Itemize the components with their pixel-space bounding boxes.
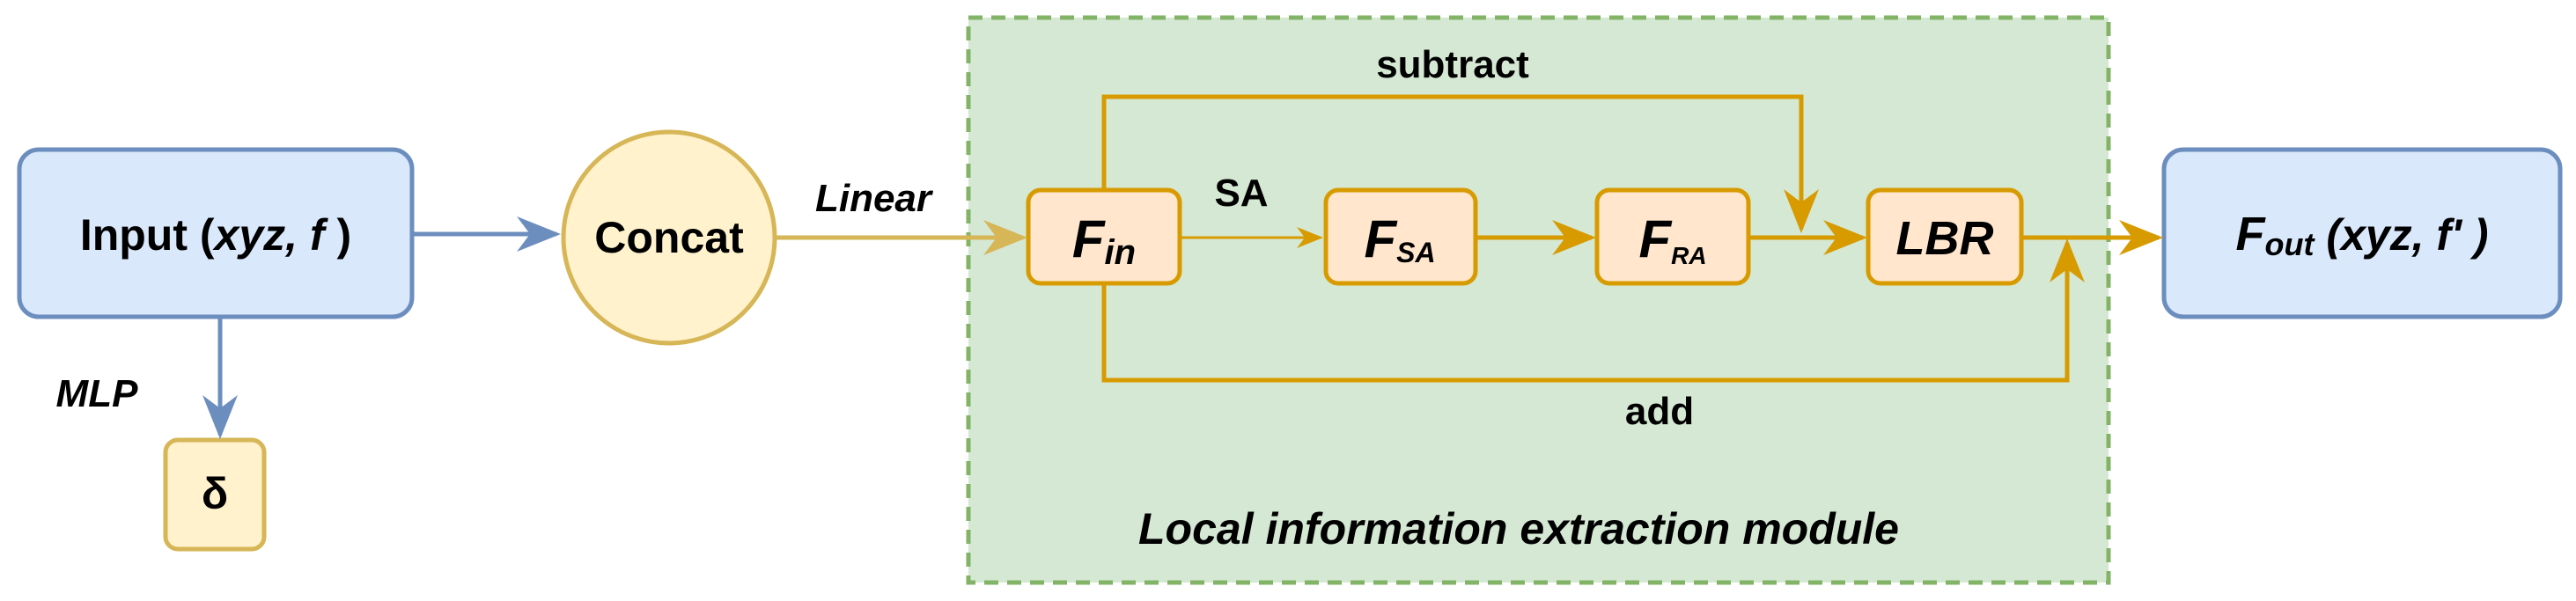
delta-node-label: δ	[202, 469, 228, 518]
concat-node-label: Concat	[594, 213, 744, 262]
fra-node	[1594, 187, 1751, 286]
fsa-node-main: F	[1364, 209, 1397, 268]
edge-label-add: add	[1625, 390, 1694, 433]
module-title: Local information extraction module	[1138, 504, 1899, 553]
input-node-vars: xyz, f	[212, 210, 328, 260]
fra-node-label: FRA	[1638, 209, 1706, 269]
fin-node-main: F	[1072, 209, 1106, 268]
fra-node-sub: RA	[1671, 242, 1706, 269]
delta-node	[163, 437, 267, 552]
module-container	[966, 15, 2111, 585]
input-node-label: Input (xyz, f )	[80, 210, 351, 260]
output-node-label: Fout (xyz, f' )	[2236, 208, 2489, 262]
lbr-node-label: LBR	[1896, 212, 1994, 265]
fra-node-main: F	[1638, 209, 1672, 268]
edge-label-mlp: MLP	[56, 372, 139, 415]
fsa-node-sub: SA	[1396, 237, 1435, 268]
output-node-vars: (xyz, f' )	[2314, 210, 2488, 260]
output-node	[2161, 147, 2563, 319]
input-node-prefix: Input (	[80, 210, 215, 260]
output-node-sub: out	[2265, 226, 2316, 262]
output-node-main: F	[2236, 208, 2267, 260]
edge-label-sa: SA	[1214, 172, 1268, 215]
input-node-suffix: )	[325, 210, 352, 260]
edge-add	[1101, 238, 2085, 383]
edge-label-subtract: subtract	[1376, 43, 1529, 86]
edge-label-linear: Linear	[815, 177, 934, 220]
edge-subtract	[1101, 94, 1819, 233]
fin-node-label: Fin	[1072, 209, 1136, 272]
fsa-node-label: FSA	[1364, 209, 1435, 268]
fin-node-sub: in	[1105, 233, 1137, 272]
